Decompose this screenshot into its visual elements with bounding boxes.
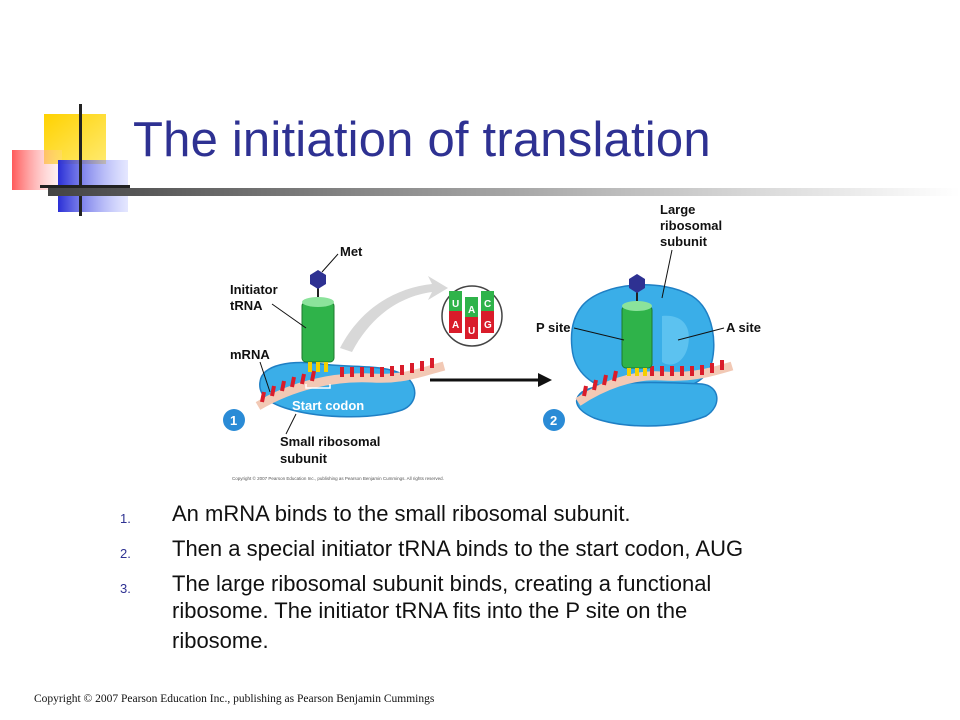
label-small-2: subunit (280, 451, 328, 466)
svg-text:1: 1 (230, 413, 237, 428)
label-met: Met (340, 244, 363, 259)
step-number: 2. (120, 546, 131, 561)
label-large-3: subunit (660, 234, 708, 249)
initiator-trna-1 (301, 301, 335, 363)
title-underline (48, 188, 960, 196)
svg-text:U: U (468, 326, 475, 337)
label-initiator-1: Initiator (230, 282, 278, 297)
svg-text:G: G (484, 320, 492, 331)
initiator-trna-2 (621, 305, 653, 369)
step-badge-2 (543, 409, 565, 431)
label-small-1: Small ribosomal (280, 434, 380, 449)
svg-text:2: 2 (550, 413, 557, 428)
label-large-1: Large (660, 202, 695, 217)
zoom-arrow (340, 276, 448, 352)
steps-list: 1. An mRNA binds to the small ribosomal … (120, 500, 880, 666)
step-text: An mRNA binds to the small ribosomal sub… (172, 501, 631, 526)
decorative-logo (12, 104, 130, 216)
mrna-strand-1 (255, 361, 446, 410)
step-item: 1. An mRNA binds to the small ribosomal … (120, 500, 880, 527)
step-item: 3. The large ribosomal subunit binds, cr… (120, 570, 880, 658)
svg-text:U: U (452, 299, 459, 310)
met-hexagon-2 (629, 274, 645, 293)
copyright-footer: Copyright © 2007 Pearson Education Inc.,… (34, 693, 435, 705)
step-text-line-3: ribosome. (172, 628, 269, 653)
mrna-bases-1 (260, 358, 434, 403)
codon-pairing: U A C A U G (449, 291, 494, 339)
step-badge-1 (223, 409, 245, 431)
svg-text:A: A (452, 320, 459, 331)
translation-initiation-figure: Start codon U A C A U G Met I (223, 202, 761, 481)
step-text-line-1: The large ribosomal subunit binds, creat… (172, 571, 712, 596)
label-a-site: A site (726, 320, 761, 335)
figure-copyright: Copyright © 2007 Pearson Education Inc.,… (232, 475, 444, 481)
label-large-2: ribosomal (660, 218, 722, 233)
label-p-site: P site (536, 320, 570, 335)
met-hexagon-1 (310, 270, 326, 289)
step-text: Then a special initiator tRNA binds to t… (172, 536, 744, 561)
small-subunit-2 (575, 381, 718, 427)
step-number: 3. (120, 581, 131, 596)
step-item: 2. Then a special initiator tRNA binds t… (120, 535, 880, 562)
svg-text:A: A (468, 305, 475, 316)
mrna-bases-2 (582, 360, 724, 397)
svg-text:Start codon: Start codon (292, 398, 364, 413)
label-initiator-2: tRNA (230, 298, 263, 313)
label-mrna: mRNA (230, 347, 270, 362)
step-number: 1. (120, 511, 131, 526)
svg-text:C: C (484, 299, 491, 310)
slide-title: The initiation of translation (133, 113, 711, 167)
step-text-line-2: ribosome. The initiator tRNA fits into t… (172, 598, 688, 623)
